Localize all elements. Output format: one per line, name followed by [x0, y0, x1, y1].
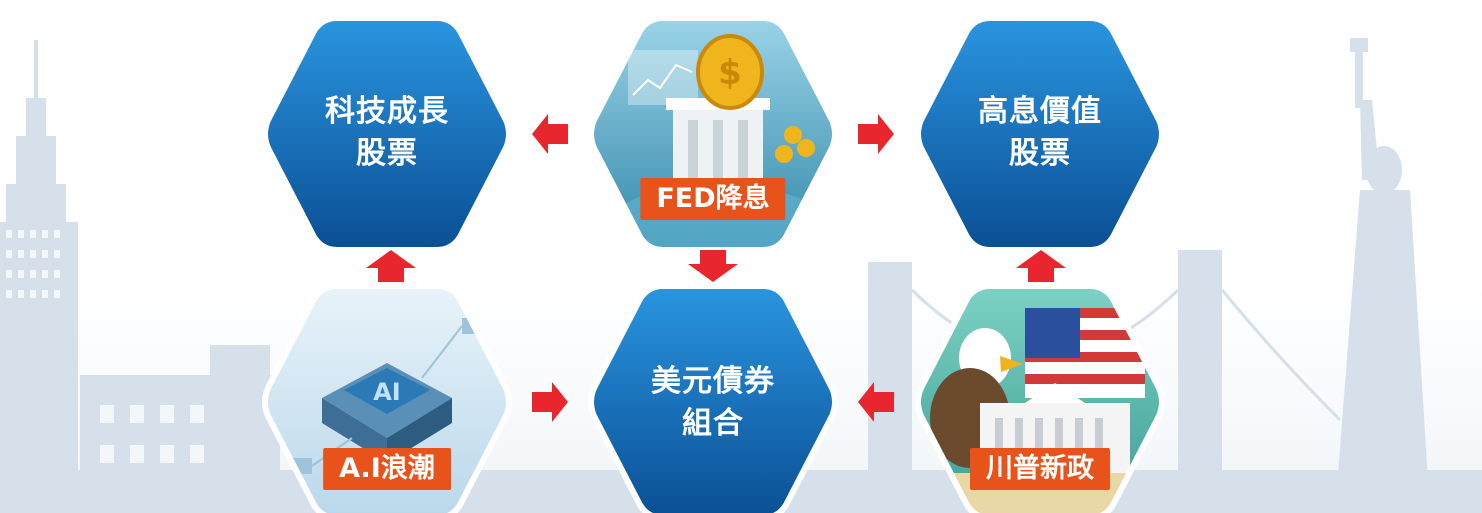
arrow-up-ai-to-tech	[366, 250, 416, 282]
ai-wave-node: AI A.I浪潮	[262, 278, 512, 513]
arrow-up-trump-to-high-yield	[1016, 250, 1066, 282]
high-yield-value-stocks-node: 高息價值 股票	[915, 10, 1165, 258]
ai-label: A.I浪潮	[323, 448, 451, 490]
svg-text:$: $	[718, 53, 742, 93]
tech-growth-stocks-node: 科技成長 股票	[262, 10, 512, 258]
fed-label: FED降息	[640, 178, 786, 220]
coin-dollar-icon: $	[696, 34, 764, 110]
arrow-right-ai-to-bond	[532, 382, 568, 422]
arrow-left-fed-to-tech	[532, 114, 568, 154]
trump-new-policy-node: 川普新政	[915, 278, 1165, 513]
arrow-right-fed-to-high-yield	[858, 114, 894, 154]
bond-line2: 組合	[682, 406, 744, 441]
us-flag-icon	[1025, 308, 1145, 398]
arrow-down-fed-to-bond	[688, 250, 738, 282]
chip-text: AI	[373, 378, 401, 406]
hexagon-shape	[588, 283, 838, 513]
hexagon-image-shape: $	[588, 15, 838, 253]
fed-rate-cut-node: $ FED降息	[588, 10, 838, 258]
hexagon-shape	[262, 15, 512, 253]
ai-chip-icon: AI	[322, 363, 452, 463]
usd-bond-portfolio-node: 美元債券 組合	[588, 278, 838, 513]
trump-label: 川普新政	[970, 448, 1110, 490]
arrow-left-trump-to-bond	[858, 382, 894, 422]
tech-growth-line1: 科技成長	[325, 94, 449, 129]
bond-line1: 美元債券	[651, 364, 775, 399]
hexagon-shape	[915, 15, 1165, 253]
tech-growth-line2: 股票	[356, 136, 418, 171]
high-yield-line2: 股票	[1009, 136, 1071, 171]
high-yield-line1: 高息價值	[978, 94, 1102, 129]
